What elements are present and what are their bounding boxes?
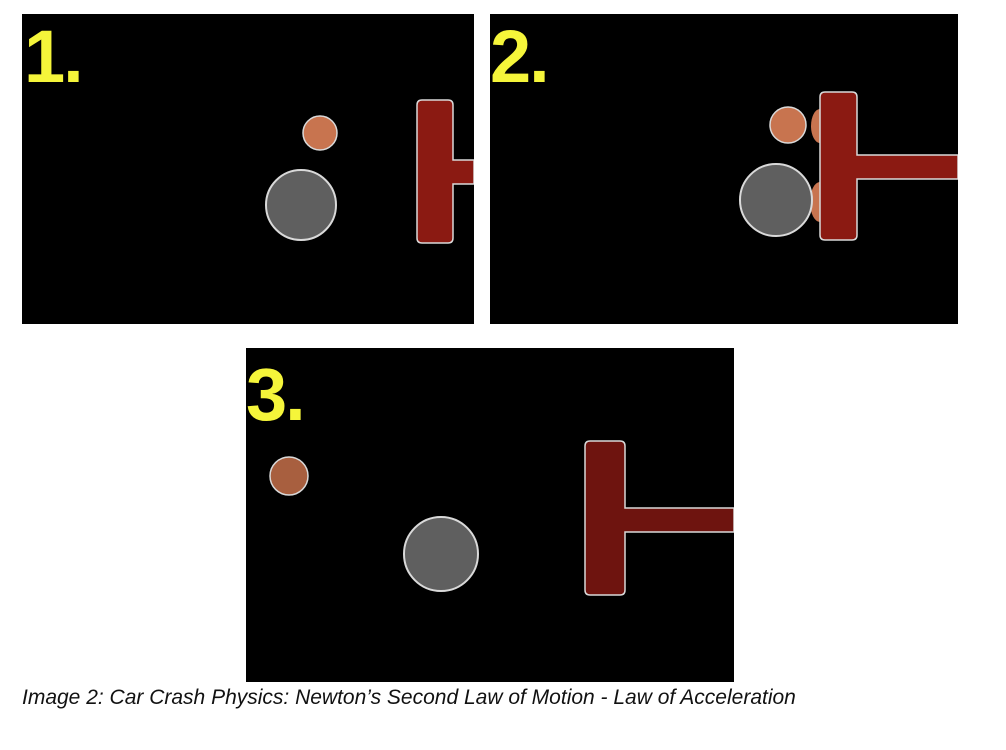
small-ball [269, 456, 309, 496]
barrier-wall [416, 99, 474, 244]
large-ball [403, 516, 479, 592]
diagram-panel-2: 2. [490, 14, 958, 324]
panel-number: 3. [246, 353, 306, 436]
small-ball [302, 115, 338, 151]
large-ball [265, 169, 337, 241]
large-ball [739, 163, 813, 237]
figure-caption: Image 2: Car Crash Physics: Newton’s Sec… [22, 686, 796, 709]
diagram-panel-1: 1. [22, 14, 474, 324]
panel-3-scene [269, 440, 734, 596]
barrier-wall [584, 440, 734, 596]
panel-1-scene [265, 99, 474, 244]
small-ball [769, 106, 807, 144]
diagram-panel-3: 3. [246, 348, 734, 682]
panel-2-scene [739, 91, 958, 241]
panel-number: 1. [24, 15, 84, 98]
panel-number: 2. [490, 15, 550, 98]
barrier-wall [819, 91, 958, 241]
